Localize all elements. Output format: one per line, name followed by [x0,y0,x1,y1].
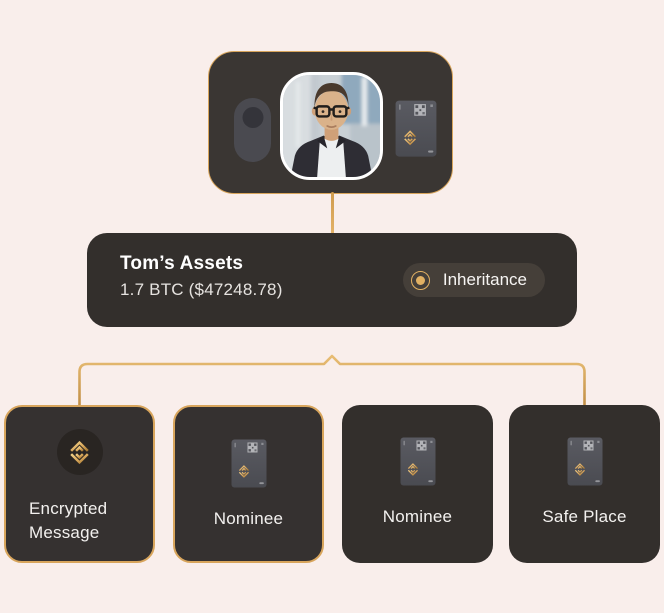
connector-owner-assets [330,192,334,234]
node-nominee-1: Nominee [173,405,324,563]
avatar [280,72,383,180]
child-label: Safe Place [542,507,627,526]
cypherock-logo-icon [56,429,103,475]
assets-amount: 1.7 BTC ($47248.78) [120,280,283,299]
x1-card-device-icon [395,100,437,157]
radio-ring-icon [410,270,430,290]
x1-vault-device-icon [234,98,271,162]
owner-node [208,51,453,194]
node-nominee-2: Nominee [342,405,493,563]
inheritance-badge-label: Inheritance [442,270,527,289]
child-label: Encrypted Message [29,499,108,542]
node-encrypted-message: Encrypted Message [4,405,155,563]
child-label: Nominee [382,507,453,526]
tree-connector [78,326,586,406]
inheritance-badge: Inheritance [402,263,545,297]
node-safe-place: Safe Place [509,405,660,563]
x1-card-device-icon [567,437,603,486]
assets-node: Tom’s Assets 1.7 BTC ($47248.78) Inherit… [87,233,577,327]
x1-card-device-icon [400,437,436,486]
assets-title: Tom’s Assets [120,253,244,274]
x1-card-device-icon [231,439,267,488]
child-label: Nominee [213,509,284,528]
tom-portrait-illustration [283,75,380,177]
